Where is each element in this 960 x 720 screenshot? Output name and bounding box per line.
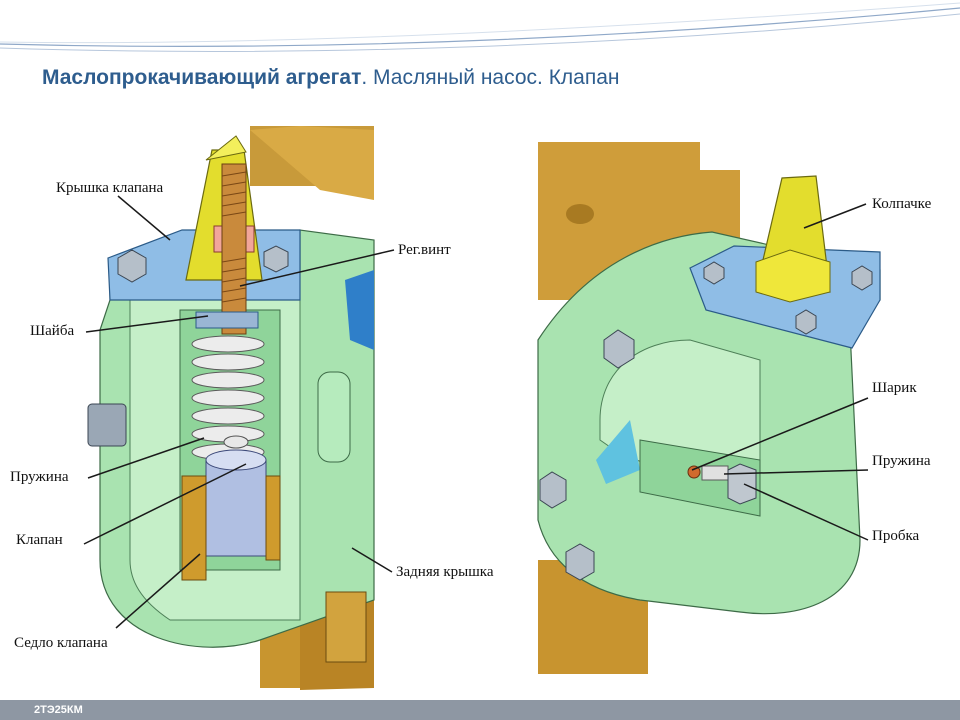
label-cap: Колпачке xyxy=(872,196,932,212)
label-valve-cover: Крышка клапана xyxy=(56,180,164,196)
label-plug: Пробка xyxy=(872,528,920,544)
page-title: Маслопрокачивающий агрегат. Масляный нас… xyxy=(42,66,620,89)
footer-bar xyxy=(0,700,960,720)
label-back-cover: Задняя крышка xyxy=(396,564,494,580)
label-valve-seat: Седло клапана xyxy=(14,635,108,651)
label-spring-left: Пружина xyxy=(10,469,69,485)
label-adj-screw: Рег.винт xyxy=(398,242,451,258)
label-valve: Клапан xyxy=(16,532,63,548)
label-washer: Шайба xyxy=(30,323,75,339)
footer-label: 2ТЭ25КМ xyxy=(34,704,83,716)
label-spring-right: Пружина xyxy=(872,453,931,469)
label-ball: Шарик xyxy=(872,380,917,396)
